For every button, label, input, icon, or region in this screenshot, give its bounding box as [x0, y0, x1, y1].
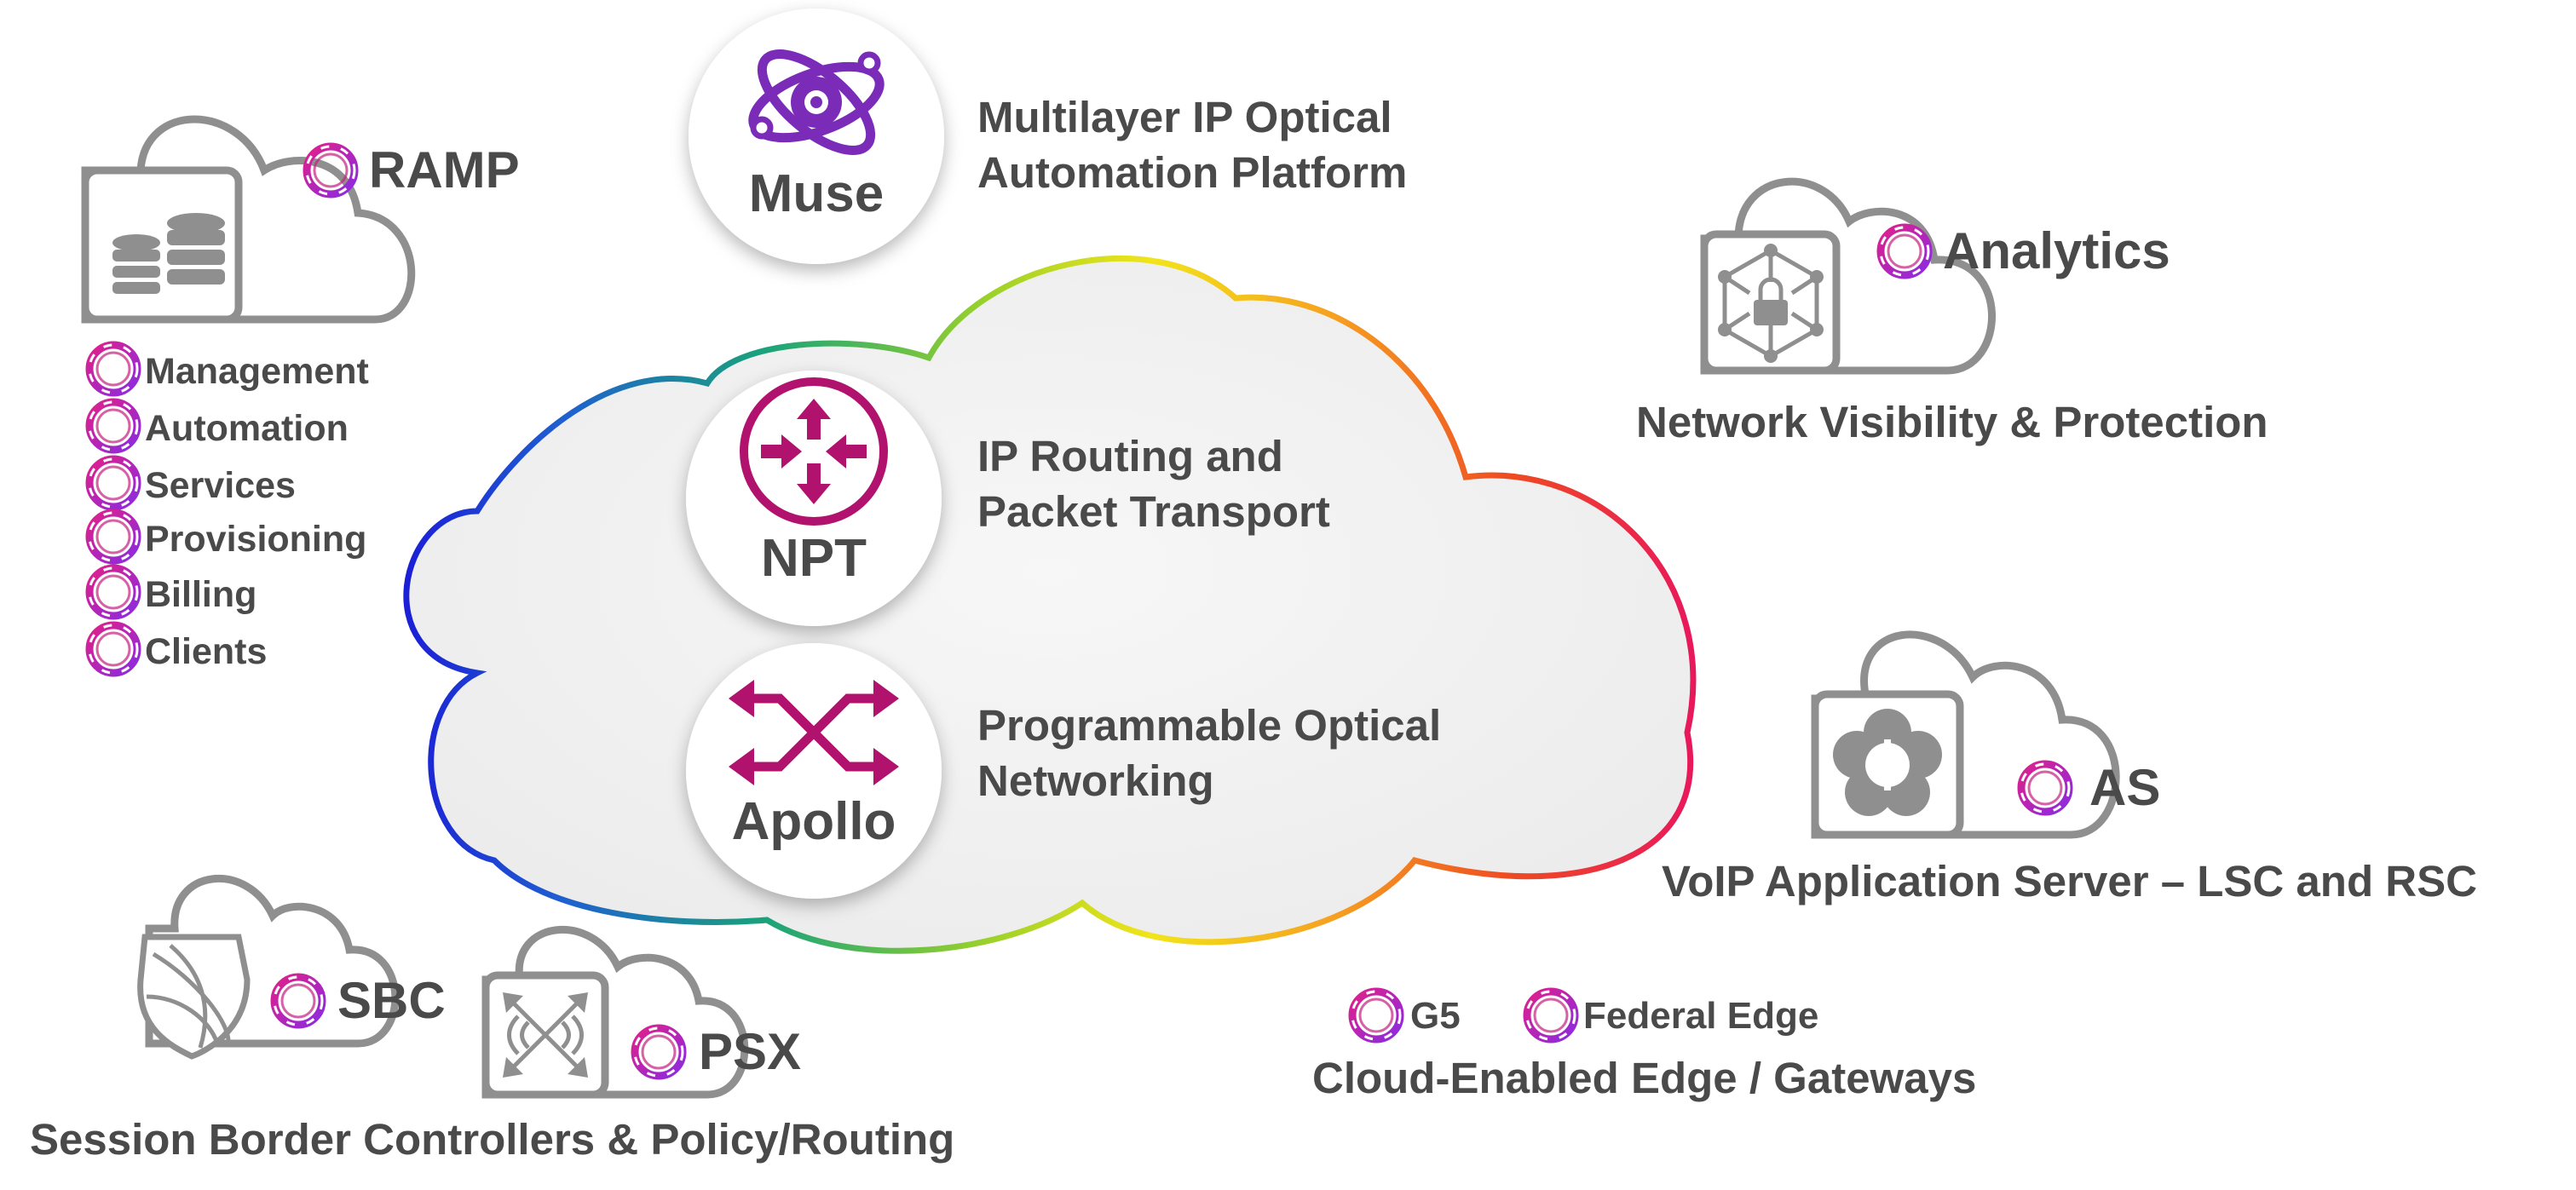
as-caption: VoIP Application Server – LSC and RSC: [1662, 857, 2477, 905]
database-icon: [112, 213, 225, 294]
apollo-node[interactable]: Apollo: [686, 643, 942, 899]
as-cloud[interactable]: [1811, 630, 2120, 839]
analytics-cloud[interactable]: [1700, 177, 1996, 375]
voip-flower-icon: [1833, 709, 1942, 816]
session-caption: Session Border Controllers & Policy/Rout…: [30, 1115, 954, 1164]
routing-cross-icon: [503, 992, 588, 1078]
sbc-title: SBC: [337, 972, 446, 1029]
npt-node[interactable]: NPT: [686, 371, 942, 626]
sbc-ring-icon: [274, 977, 322, 1025]
atom-gear-icon: [748, 49, 885, 155]
npt-label: NPT: [761, 529, 867, 588]
ramp-title: RAMP: [369, 141, 520, 198]
crossing-arrows-icon: [729, 680, 899, 785]
psx-ring-icon: [635, 1028, 683, 1076]
npt-desc-line2: Packet Transport: [977, 487, 1330, 536]
shield-globe-icon: [137, 934, 251, 1060]
ramp-item: Clients: [145, 631, 267, 672]
ramp-item: Billing: [145, 574, 256, 615]
edge-item-federal: Federal Edge: [1583, 995, 1818, 1037]
as-title: AS: [2089, 759, 2160, 816]
federal-edge-ring-icon: [1527, 992, 1575, 1039]
edge-item-g5: G5: [1410, 995, 1461, 1037]
ramp-item-ring-icon: [89, 625, 137, 673]
central-cloud: [403, 256, 1697, 954]
ramp-item-ring-icon: [89, 459, 137, 507]
lock-network-icon: [1718, 244, 1824, 363]
sbc-cloud[interactable]: [137, 875, 400, 1060]
ramp-cloud[interactable]: [81, 115, 416, 324]
ramp-item-ring-icon: [89, 568, 137, 616]
psx-cloud[interactable]: [481, 926, 749, 1099]
ramp-item-ring-icon: [89, 345, 137, 393]
router-arrows-icon: [740, 377, 888, 526]
muse-node[interactable]: Muse: [689, 9, 944, 264]
ramp-item: Services: [145, 465, 296, 506]
ramp-item: Management: [145, 351, 369, 392]
psx-title: PSX: [699, 1023, 801, 1080]
ramp-item: Automation: [145, 408, 349, 449]
as-ring-icon: [2021, 764, 2069, 812]
ramp-item-ring-icon: [89, 513, 137, 561]
edge-caption: Cloud-Enabled Edge / Gateways: [1312, 1054, 1976, 1102]
analytics-caption: Network Visibility & Protection: [1636, 398, 2268, 446]
npt-desc-line1: IP Routing and: [977, 432, 1283, 480]
apollo-label: Apollo: [732, 792, 896, 851]
apollo-desc-line1: Programmable Optical: [977, 701, 1441, 750]
muse-label: Muse: [749, 164, 884, 223]
ramp-item: Provisioning: [145, 519, 366, 560]
muse-desc-line1: Multilayer IP Optical: [977, 93, 1392, 141]
apollo-desc-line2: Networking: [977, 756, 1214, 805]
ramp-items: Management Automation Services Provision…: [89, 345, 369, 673]
g5-ring-icon: [1352, 992, 1400, 1039]
muse-desc-line2: Automation Platform: [977, 148, 1407, 197]
analytics-ring-icon: [1881, 227, 1928, 275]
analytics-title: Analytics: [1943, 222, 2170, 279]
ramp-item-ring-icon: [89, 402, 137, 450]
